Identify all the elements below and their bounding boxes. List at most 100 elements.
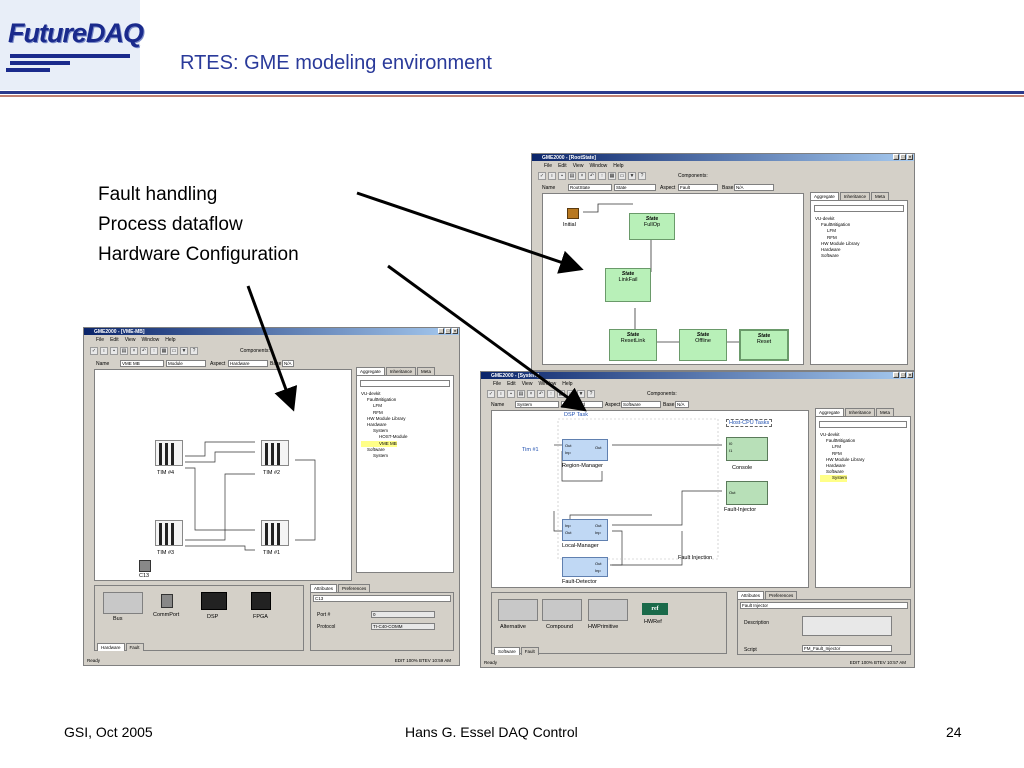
tree-item[interactable]: VU-devkit: [820, 432, 840, 437]
delete-icon[interactable]: ×: [130, 346, 138, 355]
tree-item[interactable]: LFM: [373, 403, 382, 409]
menu-file[interactable]: File: [493, 380, 502, 387]
save-icon[interactable]: ▪: [507, 389, 515, 398]
protocol-select[interactable]: TI-C40-COMM: [371, 623, 435, 630]
palette-commport[interactable]: [161, 594, 173, 608]
help-icon[interactable]: ?: [190, 346, 198, 355]
initial-state-icon[interactable]: [567, 208, 579, 219]
tab-meta[interactable]: Meta: [876, 408, 895, 416]
menu-help[interactable]: Help: [562, 380, 573, 387]
menu-help[interactable]: Help: [613, 162, 624, 169]
tree-item[interactable]: FaultMitigation: [826, 438, 856, 444]
commport-c13-icon[interactable]: [139, 560, 151, 572]
check-icon[interactable]: ✓: [538, 171, 546, 180]
attr-name-field[interactable]: Fault Injector: [740, 602, 908, 609]
pen-icon[interactable]: ı: [548, 171, 556, 180]
help-icon[interactable]: ?: [638, 171, 646, 180]
tree-item[interactable]: Hardware: [367, 422, 387, 428]
tab-fault[interactable]: Fault: [520, 647, 539, 655]
tab-software[interactable]: Software: [494, 647, 520, 655]
tree-item[interactable]: Hardware: [821, 247, 841, 253]
menu-window[interactable]: Window: [589, 162, 608, 169]
close-button[interactable]: ×: [452, 328, 458, 334]
menu-view[interactable]: View: [521, 380, 533, 387]
browser-filter[interactable]: [360, 380, 450, 387]
tab-preferences[interactable]: Preferences: [765, 591, 798, 599]
model-browser[interactable]: VU-devkit FaultMitigation LFM RFM HW Mod…: [356, 375, 454, 573]
tab-fault[interactable]: Fault: [125, 643, 144, 651]
description-field[interactable]: [802, 616, 892, 636]
tree-item[interactable]: LFM: [827, 228, 836, 234]
name-field[interactable]: VME MB: [120, 360, 164, 367]
check-icon[interactable]: ✓: [90, 346, 98, 355]
maximize-button[interactable]: □: [900, 154, 906, 160]
tim-3-module[interactable]: [155, 520, 183, 546]
tree-item-selected[interactable]: VME MB: [361, 440, 397, 447]
tree-item[interactable]: RFM: [827, 234, 837, 240]
open-icon[interactable]: ▤: [120, 346, 128, 355]
local-manager-block[interactable]: Inp Out Out Inp: [562, 519, 608, 541]
delete-icon[interactable]: ×: [578, 171, 586, 180]
close-button[interactable]: ×: [907, 372, 913, 378]
grid-icon[interactable]: ▦: [160, 346, 168, 355]
undo-icon[interactable]: ↶: [588, 171, 596, 180]
tree-item[interactable]: System: [373, 428, 389, 434]
aspect-select[interactable]: Software: [621, 401, 661, 408]
menu-view[interactable]: View: [124, 336, 136, 343]
browser-filter[interactable]: [814, 205, 904, 212]
palette-dsp[interactable]: [201, 592, 227, 610]
up-icon[interactable]: ↑: [150, 346, 158, 355]
model-canvas[interactable]: TIM #4 TIM #2 TIM #3 TIM #1 C13: [94, 369, 352, 581]
script-field[interactable]: FM_Fault_Injector: [802, 645, 892, 652]
up-icon[interactable]: ↑: [547, 389, 555, 398]
window-titlebar[interactable]: GME2000 - [VME-MB] _□×: [84, 328, 459, 335]
open-icon[interactable]: ▤: [568, 171, 576, 180]
tim-1-module[interactable]: [261, 520, 289, 546]
tree-item[interactable]: LFM: [832, 444, 841, 450]
palette-alternative[interactable]: [498, 599, 538, 621]
menu-edit[interactable]: Edit: [507, 380, 516, 387]
tree-item[interactable]: FaultMitigation: [821, 222, 851, 228]
tab-attributes[interactable]: Attributes: [737, 591, 765, 599]
name-field[interactable]: System: [515, 401, 559, 408]
menu-edit[interactable]: Edit: [110, 336, 119, 343]
menu-file[interactable]: File: [544, 162, 553, 169]
tree-item[interactable]: Software: [367, 446, 385, 452]
save-icon[interactable]: ▪: [110, 346, 118, 355]
tree-item[interactable]: RFM: [832, 450, 842, 456]
help-icon[interactable]: ?: [587, 389, 595, 398]
print-icon[interactable]: ▭: [567, 389, 575, 398]
grid-icon[interactable]: ▦: [608, 171, 616, 180]
tree-item[interactable]: Software: [826, 469, 844, 475]
filter-icon[interactable]: ▼: [577, 389, 585, 398]
model-browser[interactable]: VU-devkit FaultMitigation LFM RFM HW Mod…: [815, 416, 911, 588]
print-icon[interactable]: ▭: [170, 346, 178, 355]
tree-item[interactable]: Software: [821, 253, 839, 259]
tree-item[interactable]: System: [373, 453, 389, 459]
name-field[interactable]: RootState: [568, 184, 612, 191]
tim-2-module[interactable]: [261, 440, 289, 466]
tree-item[interactable]: RFM: [373, 409, 383, 415]
pen-icon[interactable]: ı: [100, 346, 108, 355]
tab-aggregate[interactable]: Aggregate: [356, 367, 385, 375]
tim-4-module[interactable]: [155, 440, 183, 466]
menu-file[interactable]: File: [96, 336, 105, 343]
filter-icon[interactable]: ▼: [628, 171, 636, 180]
check-icon[interactable]: ✓: [487, 389, 495, 398]
fault-injector-block[interactable]: Out: [726, 481, 768, 505]
tree-item-selected[interactable]: System: [820, 475, 848, 482]
minimize-button[interactable]: _: [893, 372, 899, 378]
attr-name-field[interactable]: C13: [313, 595, 451, 602]
tree-item[interactable]: HW Module Library: [826, 456, 865, 462]
print-icon[interactable]: ▭: [618, 171, 626, 180]
tab-attributes[interactable]: Attributes: [310, 584, 338, 592]
model-canvas[interactable]: DSP Task Host-CPU Tasks Tim #1 Out Inp O…: [491, 410, 809, 588]
menu-window[interactable]: Window: [538, 380, 557, 387]
tree-item[interactable]: HW Module Library: [367, 415, 406, 421]
